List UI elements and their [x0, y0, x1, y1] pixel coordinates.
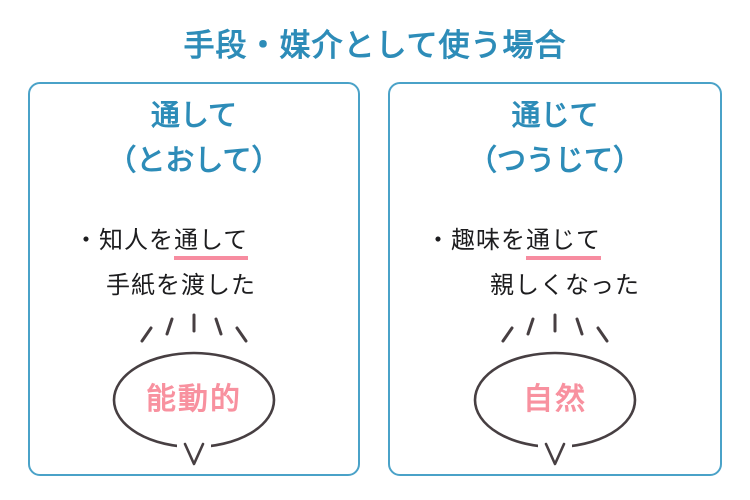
heading-reading: （つうじて）	[467, 145, 642, 177]
example-line-1: ・知人を通して	[74, 220, 249, 260]
speech-bubble: 能動的	[89, 310, 299, 472]
heading-reading: （とおして）	[107, 145, 281, 177]
example-pre: ・知人を	[74, 227, 174, 254]
speech-bubble: 自然	[450, 310, 660, 472]
example-line-2: 親しくなった	[490, 272, 640, 299]
card-tsuujite: 通じて （つうじて） ・趣味を通じて 親しくなった 自然	[388, 82, 722, 476]
speech-bubble-icon	[112, 313, 276, 466]
emphasis-rays-icon	[501, 313, 609, 343]
diagram-title: 手段・媒介として使う場合	[183, 28, 567, 63]
example-underlined-word: 通じて	[526, 227, 601, 260]
speech-bubble-icon	[473, 313, 637, 466]
example-line-1: ・趣味を通じて	[426, 220, 601, 260]
bubble-label: 自然	[523, 383, 587, 416]
example-line-2: 手紙を渡した	[106, 272, 256, 299]
emphasis-rays-icon	[140, 313, 248, 343]
example-underlined-word: 通して	[174, 227, 249, 260]
card-tooshite: 通して （とおして） ・知人を通して 手紙を渡した 能動的	[28, 82, 360, 476]
card-heading: 通して （とおして）	[30, 94, 358, 184]
heading-word: 通じて	[511, 100, 599, 132]
example-pre: ・趣味を	[426, 227, 526, 254]
heading-word: 通して	[150, 100, 238, 132]
card-heading: 通じて （つうじて）	[390, 94, 720, 184]
bubble-label: 能動的	[146, 383, 242, 416]
